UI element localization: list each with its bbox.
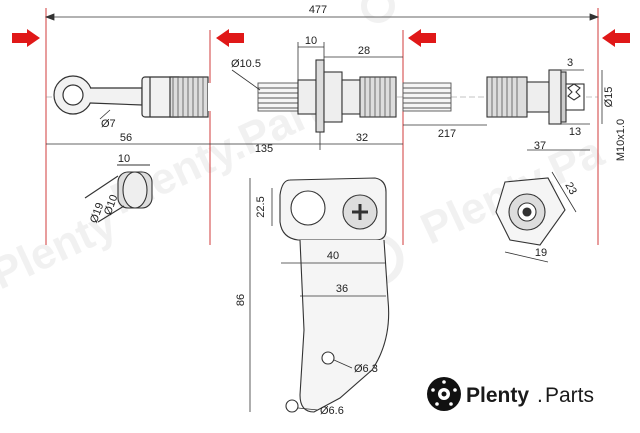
dim-right-width: 3: [567, 57, 573, 69]
dim-bottom-hole: Ø6.6: [320, 405, 344, 417]
dim-bracket-height: 22.5: [255, 196, 267, 217]
dim-left-hole: Ø7: [101, 118, 116, 130]
brand-logo: Plenty . Parts: [427, 377, 594, 411]
dim-small-hole: Ø6.3: [354, 363, 378, 375]
bracket-plate: [279, 177, 390, 413]
dim-nut-width: 10: [305, 35, 317, 47]
dim-left-to-ref: 56: [120, 132, 132, 144]
hose-segment-1: [208, 82, 299, 112]
arrow-right-icon: [12, 29, 40, 47]
hex-nut-view: [495, 177, 566, 246]
brand-dot: .: [537, 384, 543, 407]
left-banjo-fitting: [53, 75, 209, 118]
arrow-left-icon: [408, 29, 436, 47]
dim-bracket-to-ref: 135: [255, 143, 273, 155]
dim-total-length: 477: [309, 4, 327, 16]
arrow-left-icon: [216, 29, 244, 47]
dim-bracket-offset: 32: [356, 132, 368, 144]
right-dimensions: [527, 69, 603, 151]
dim-bracket-section: 28: [358, 45, 370, 57]
total-dimension: [44, 13, 600, 21]
dim-bracket-total: 86: [235, 294, 247, 306]
dim-hex-size: 19: [535, 247, 547, 259]
arrow-icons: [12, 29, 630, 47]
brand-suffix: Parts: [545, 384, 594, 407]
dim-hex-flats: 23: [562, 180, 579, 197]
dim-middle-hose: 217: [438, 128, 456, 140]
bracket-dimensions: [249, 178, 386, 412]
hose-segment-2: [402, 82, 452, 112]
middle-dimensions: [210, 42, 403, 150]
dim-thread-len: 13: [569, 126, 581, 138]
dim-right-dia: Ø15: [603, 87, 615, 108]
brand-name: Plenty: [466, 384, 529, 407]
dim-thread-spec: M10x1.0: [615, 119, 627, 161]
dim-right-body: 37: [534, 140, 546, 152]
reference-lines: [45, 8, 599, 245]
arrow-left-icon: [602, 29, 630, 47]
dim-bracket-width: 40: [327, 250, 339, 262]
dim-bracket-arm: 36: [336, 283, 348, 295]
hex-dimensions: [504, 171, 577, 263]
dim-banjo-width: 10: [118, 153, 130, 165]
right-fitting: [486, 69, 585, 125]
banjo-side-view: [84, 164, 153, 223]
dim-hose-dia: Ø10.5: [231, 58, 261, 70]
